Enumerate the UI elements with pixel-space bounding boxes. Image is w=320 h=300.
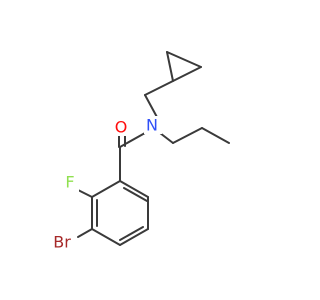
nitrogen-label: N bbox=[146, 116, 158, 135]
bond-ring-br bbox=[77, 228, 93, 238]
bond-lines bbox=[77, 51, 230, 246]
oxygen-label: O bbox=[115, 118, 128, 137]
cyclopropyl-bond-3 bbox=[172, 66, 202, 82]
bromine-atom: Br bbox=[48, 233, 76, 252]
fluorine-label: F bbox=[65, 173, 74, 192]
nitrogen-atom: N bbox=[144, 116, 162, 135]
bond-propyl-3 bbox=[201, 127, 230, 144]
ring-bond-3 bbox=[119, 228, 149, 246]
bond-ch2-cyclopropyl bbox=[144, 80, 174, 96]
ring-bond-1-inner bbox=[123, 187, 148, 202]
cyclopropyl-bond-1 bbox=[166, 51, 174, 82]
cyclopropyl-bond-2 bbox=[166, 51, 202, 68]
ring-bond-3-inner bbox=[119, 226, 144, 241]
ring-bond-1 bbox=[119, 180, 149, 198]
molecule-structure: O N F Br bbox=[48, 51, 230, 252]
atom-labels: O N F Br bbox=[48, 116, 162, 252]
oxygen-atom: O bbox=[111, 118, 129, 137]
bond-ring-f bbox=[77, 189, 93, 198]
bond-n-ch2 bbox=[144, 94, 159, 120]
bond-n-propyl-1 bbox=[159, 132, 174, 144]
bromine-label: Br bbox=[53, 233, 71, 252]
fluorine-atom: F bbox=[61, 173, 79, 192]
bond-propyl-2 bbox=[172, 127, 203, 144]
ring-bond-6 bbox=[91, 180, 121, 198]
ring-bond-4 bbox=[91, 228, 121, 246]
